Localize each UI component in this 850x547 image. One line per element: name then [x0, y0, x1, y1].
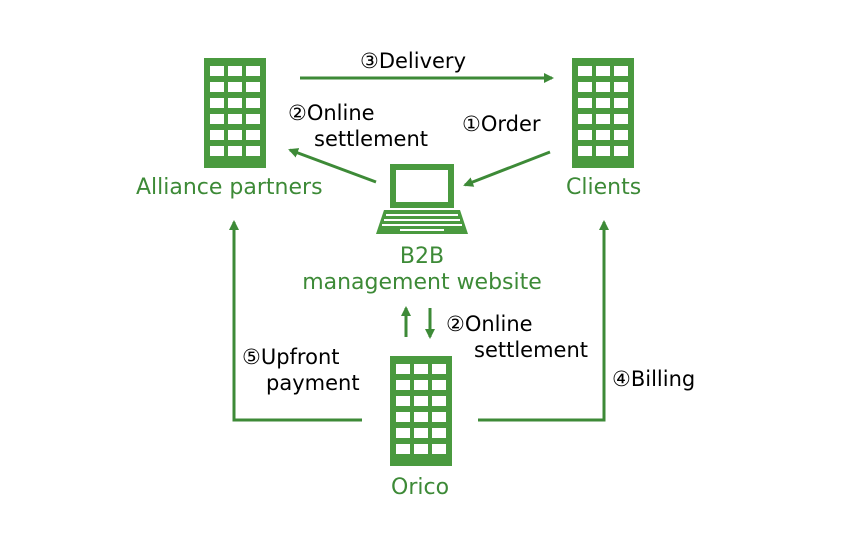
clients-label: Clients [566, 175, 642, 200]
online-settlement-top-line2: settlement [314, 127, 429, 151]
website-label-line2: management website [302, 270, 542, 295]
upfront-payment-line2: payment [266, 371, 360, 395]
billing-label: ④Billing [612, 367, 696, 391]
online-settlement-top-line1: ②Online [288, 101, 375, 125]
orico-label: Orico [391, 475, 450, 500]
online-settlement-top-arrow [288, 148, 377, 184]
billing-arrow [478, 220, 609, 422]
upfront-payment-arrow [229, 220, 362, 422]
building-icon [572, 58, 634, 168]
order-arrow [463, 150, 551, 187]
alliance-partners-label: Alliance partners [136, 175, 323, 200]
building-icon [390, 356, 452, 466]
delivery-label: ③Delivery [360, 49, 466, 73]
laptop-icon [376, 164, 468, 234]
online-settlement-bottom-line1: ②Online [446, 312, 533, 336]
order-label: ①Order [462, 112, 541, 136]
upfront-payment-line1: ⑤Upfront [242, 345, 340, 369]
online-settlement-bottom-line2: settlement [474, 338, 589, 362]
website-label-line1: B2B [399, 244, 445, 269]
building-icon [204, 58, 266, 168]
